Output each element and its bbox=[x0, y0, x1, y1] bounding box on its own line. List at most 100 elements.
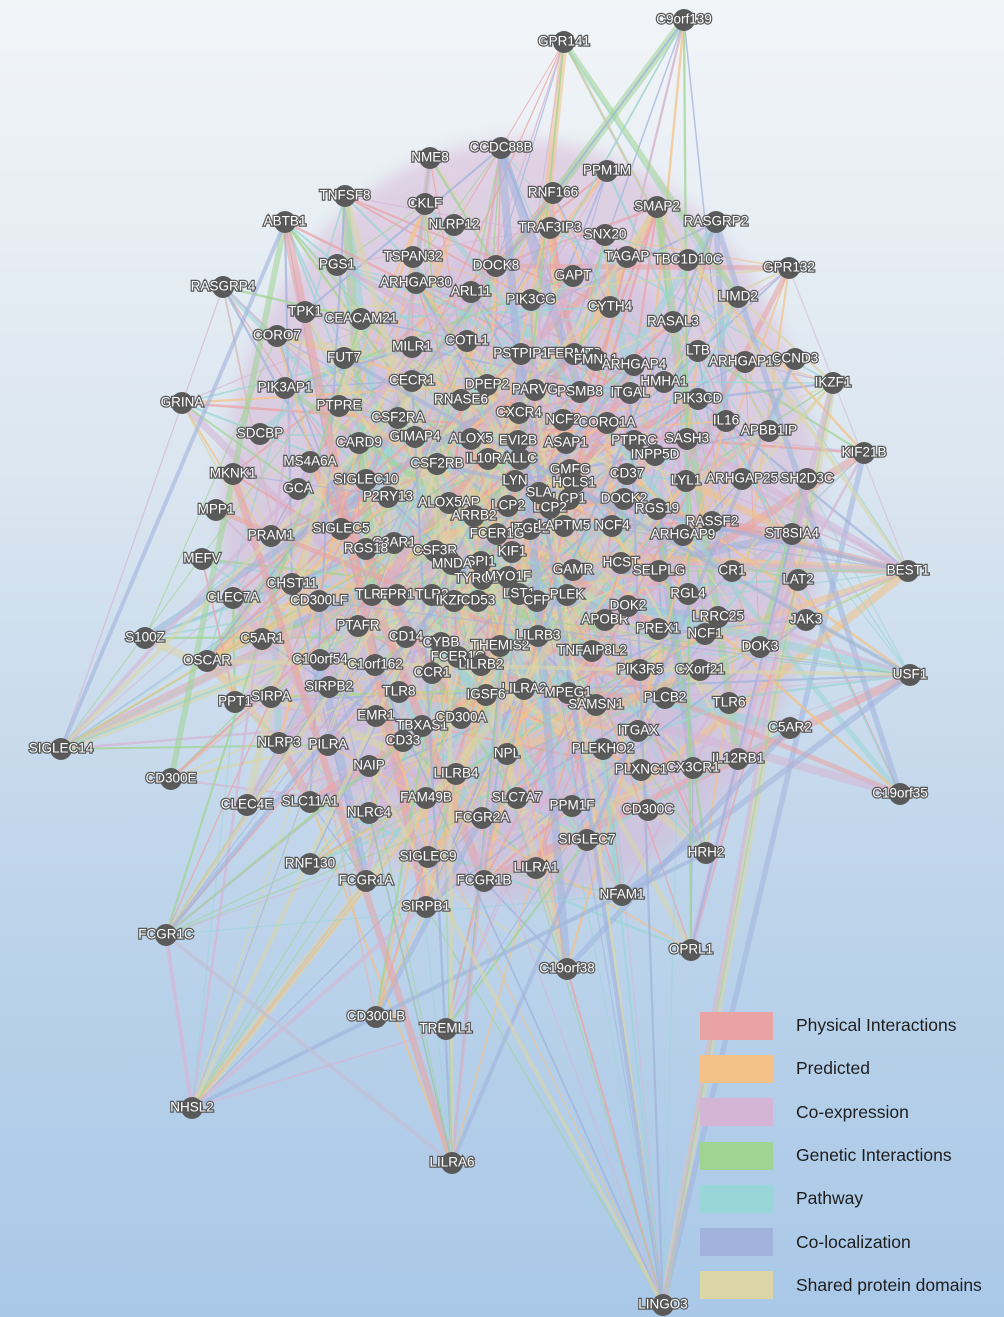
gene-node[interactable]: RASAL3 bbox=[646, 311, 700, 333]
gene-node[interactable]: LAPTM5 bbox=[537, 515, 591, 537]
gene-node[interactable]: NPL bbox=[493, 743, 522, 765]
gene-node[interactable]: PIK3R5 bbox=[616, 659, 664, 681]
gene-node-circle[interactable] bbox=[539, 217, 561, 239]
gene-node[interactable]: IL16 bbox=[712, 410, 740, 432]
gene-node-circle[interactable] bbox=[386, 584, 408, 606]
gene-node[interactable]: LILRA6 bbox=[428, 1152, 476, 1174]
gene-node[interactable]: GCA bbox=[282, 478, 314, 500]
gene-node-circle[interactable] bbox=[309, 649, 331, 671]
gene-node-circle[interactable] bbox=[787, 569, 809, 591]
gene-node[interactable]: PLEKHO2 bbox=[571, 738, 635, 760]
gene-node[interactable]: TLR2 bbox=[414, 584, 450, 606]
gene-node-circle[interactable] bbox=[616, 463, 638, 485]
gene-node[interactable]: PLCB2 bbox=[642, 687, 688, 709]
gene-node-circle[interactable] bbox=[654, 687, 676, 709]
gene-node[interactable]: C9orf139 bbox=[655, 9, 713, 31]
gene-node[interactable]: MILR1 bbox=[391, 336, 433, 358]
gene-node[interactable]: ITGAX bbox=[617, 720, 659, 742]
gene-node[interactable]: C19orf38 bbox=[538, 958, 596, 980]
gene-node[interactable]: PSMB8 bbox=[556, 381, 604, 403]
gene-node-circle[interactable] bbox=[222, 587, 244, 609]
gene-node[interactable]: DPEP2 bbox=[464, 374, 510, 396]
gene-node-circle[interactable] bbox=[401, 336, 423, 358]
gene-node[interactable]: CD300LB bbox=[346, 1006, 406, 1028]
gene-node[interactable]: ITGAL bbox=[609, 382, 651, 404]
gene-node-circle[interactable] bbox=[647, 618, 669, 640]
gene-node[interactable]: PTPRE bbox=[315, 395, 363, 417]
gene-node-circle[interactable] bbox=[556, 584, 578, 606]
gene-node[interactable]: CCND3 bbox=[771, 348, 819, 370]
gene-node-circle[interactable] bbox=[557, 682, 579, 704]
gene-node[interactable]: SLC7A7 bbox=[491, 787, 543, 809]
gene-node-circle[interactable] bbox=[594, 609, 616, 631]
gene-node[interactable]: SIRPB2 bbox=[304, 676, 354, 698]
gene-node-circle[interactable] bbox=[646, 196, 668, 218]
gene-node-circle[interactable] bbox=[596, 412, 618, 434]
gene-node[interactable]: CCDC88B bbox=[468, 137, 534, 159]
gene-node[interactable]: PIK3AP1 bbox=[256, 377, 314, 399]
gene-node-circle[interactable] bbox=[687, 340, 709, 362]
gene-node[interactable]: MPP1 bbox=[196, 499, 236, 521]
gene-node-circle[interactable] bbox=[274, 377, 296, 399]
gene-node-circle[interactable] bbox=[525, 857, 547, 879]
gene-node-circle[interactable] bbox=[417, 846, 439, 868]
gene-node[interactable]: HRH2 bbox=[686, 842, 726, 864]
gene-node-circle[interactable] bbox=[616, 246, 638, 268]
gene-node[interactable]: LYN bbox=[501, 470, 529, 492]
gene-node[interactable]: CORO7 bbox=[252, 325, 302, 347]
gene-node-circle[interactable] bbox=[526, 590, 548, 612]
gene-node[interactable]: NME8 bbox=[410, 147, 450, 169]
gene-node-circle[interactable] bbox=[539, 497, 561, 519]
gene-node[interactable]: PIK3CG bbox=[505, 289, 557, 311]
gene-node[interactable]: ARL11 bbox=[450, 281, 492, 303]
gene-node-circle[interactable] bbox=[395, 626, 417, 648]
gene-node[interactable]: HCST bbox=[601, 552, 641, 574]
gene-node[interactable]: KIF21B bbox=[840, 442, 888, 464]
gene-node-circle[interactable] bbox=[527, 625, 549, 647]
gene-node[interactable]: NCF2 bbox=[544, 409, 582, 431]
gene-node-circle[interactable] bbox=[727, 748, 749, 770]
gene-node[interactable]: NFAM1 bbox=[598, 884, 646, 906]
gene-node[interactable]: IKZF3 bbox=[434, 590, 474, 612]
gene-node-circle[interactable] bbox=[490, 137, 512, 159]
gene-node[interactable]: C5AR2 bbox=[767, 717, 813, 739]
gene-node-circle[interactable] bbox=[576, 829, 598, 851]
gene-node-circle[interactable] bbox=[364, 654, 386, 676]
gene-node-circle[interactable] bbox=[445, 763, 467, 785]
gene-node-circle[interactable] bbox=[581, 640, 603, 662]
gene-node-circle[interactable] bbox=[496, 743, 518, 765]
gene-node[interactable]: RASGRP2 bbox=[683, 211, 749, 233]
gene-node-circle[interactable] bbox=[328, 395, 350, 417]
gene-node[interactable]: TNFAIP8L2 bbox=[556, 640, 628, 662]
gene-node[interactable]: IL10RA bbox=[464, 448, 512, 470]
gene-node[interactable]: IKZF1 bbox=[813, 372, 853, 394]
gene-node[interactable]: GAPT bbox=[553, 265, 593, 287]
gene-node[interactable]: CLEC7A bbox=[206, 587, 260, 609]
gene-node-circle[interactable] bbox=[585, 694, 607, 716]
gene-node-circle[interactable] bbox=[160, 768, 182, 790]
gene-node-circle[interactable] bbox=[619, 382, 641, 404]
gene-node[interactable]: CSF2RB bbox=[409, 453, 465, 475]
gene-node-circle[interactable] bbox=[266, 325, 288, 347]
gene-node-circle[interactable] bbox=[443, 214, 465, 236]
gene-node-circle[interactable] bbox=[224, 691, 246, 713]
gene-node[interactable]: IL12RB1 bbox=[711, 748, 765, 770]
gene-node-circle[interactable] bbox=[695, 842, 717, 864]
gene-node[interactable]: CD300A bbox=[434, 707, 488, 729]
gene-node[interactable]: COTL1 bbox=[444, 330, 490, 352]
gene-node-circle[interactable] bbox=[443, 590, 465, 612]
gene-node[interactable]: TREML1 bbox=[418, 1018, 474, 1040]
gene-node-circle[interactable] bbox=[611, 884, 633, 906]
gene-node[interactable]: APOBR bbox=[580, 609, 630, 631]
gene-node[interactable]: MS4A6A bbox=[282, 451, 338, 473]
gene-node-circle[interactable] bbox=[355, 870, 377, 892]
gene-node-circle[interactable] bbox=[473, 870, 495, 892]
gene-node-circle[interactable] bbox=[475, 684, 497, 706]
gene-node-circle[interactable] bbox=[853, 442, 875, 464]
gene-node[interactable]: ARHGAP15 bbox=[708, 351, 782, 373]
gene-node-circle[interactable] bbox=[552, 409, 574, 431]
gene-node-circle[interactable] bbox=[504, 470, 526, 492]
gene-node-circle[interactable] bbox=[599, 296, 621, 318]
gene-node[interactable]: DOK3 bbox=[740, 636, 780, 658]
gene-node-circle[interactable] bbox=[562, 265, 584, 287]
